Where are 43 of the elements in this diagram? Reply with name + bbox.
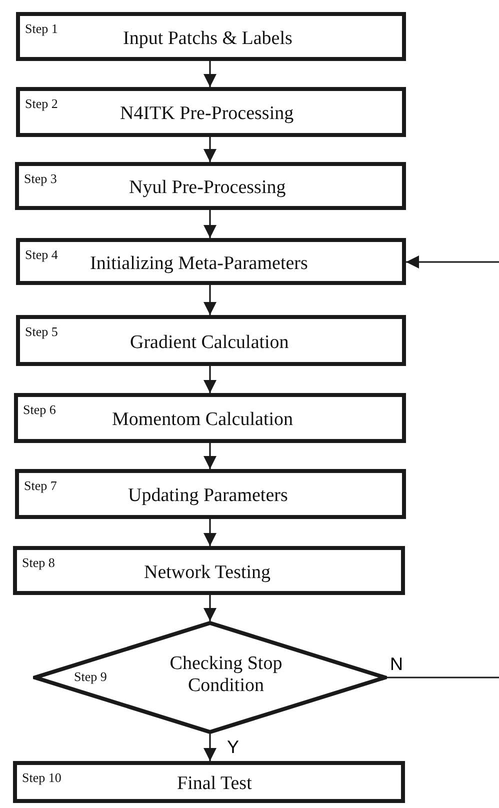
- decision-diamond: [33, 621, 387, 734]
- arrow: [406, 256, 499, 268]
- arrow: [204, 595, 216, 621]
- arrow: [204, 366, 216, 393]
- step-number: Step 1: [25, 22, 58, 35]
- process-box: [16, 87, 406, 137]
- process-box: [13, 546, 405, 595]
- step-title: Initializing Meta-Parameters: [90, 254, 308, 272]
- arrow: [204, 285, 216, 315]
- process-box: [16, 12, 406, 61]
- edge-label: N: [389, 654, 404, 672]
- step-number: Step 7: [24, 479, 57, 492]
- step-number: Step 5: [25, 325, 58, 338]
- step-title: Momentom Calculation: [112, 410, 294, 429]
- step-title: Final Test: [177, 774, 252, 793]
- step-number: Step 10: [22, 771, 62, 784]
- arrow: [204, 443, 216, 469]
- step-number: Step 4: [25, 248, 58, 261]
- process-box: [16, 315, 406, 366]
- process-box: [13, 761, 405, 803]
- process-box: [15, 469, 406, 519]
- arrow: [204, 210, 216, 238]
- step-number: Step 6: [23, 403, 56, 416]
- edge-label: Y: [226, 738, 240, 756]
- step-number: Step 3: [24, 172, 57, 185]
- step-number: Step 9: [74, 670, 107, 682]
- step-title: Checking Stop Condition: [168, 653, 284, 697]
- connector-line: [387, 676, 499, 678]
- arrow: [204, 734, 216, 761]
- step-title: Updating Parameters: [128, 486, 288, 505]
- arrow: [204, 519, 216, 546]
- step-title: Gradient Calculation: [130, 332, 289, 352]
- step-number: Step 2: [25, 97, 58, 110]
- step-title: Input Patchs & Labels: [123, 28, 292, 48]
- step-title: Network Testing: [144, 562, 271, 582]
- arrow: [204, 61, 216, 87]
- process-box: [15, 162, 406, 210]
- step-title: N4ITK Pre-Processing: [120, 104, 294, 123]
- arrow: [204, 137, 216, 162]
- step-title: Nyul Pre-Processing: [129, 178, 286, 197]
- process-box: [14, 393, 406, 443]
- step-number: Step 8: [22, 556, 55, 569]
- process-box: [16, 238, 406, 285]
